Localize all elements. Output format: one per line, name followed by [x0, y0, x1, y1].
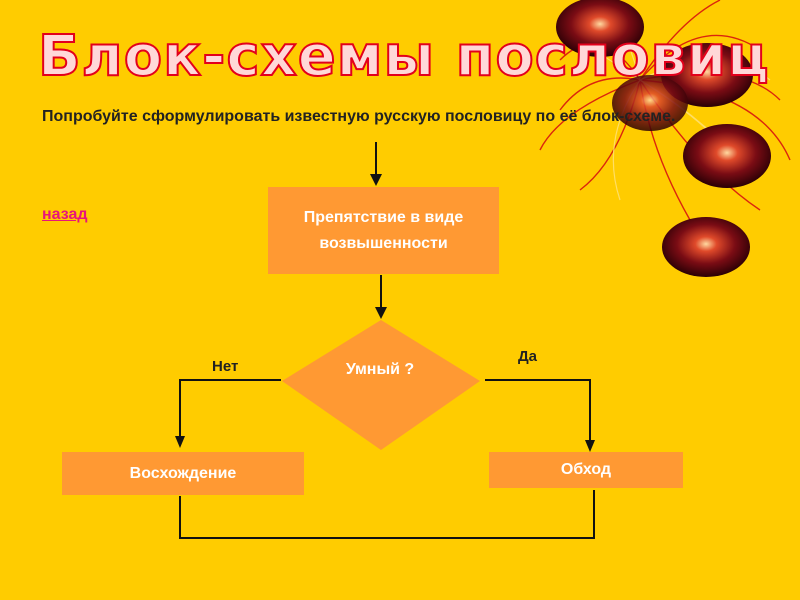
page-title: Блок-схемы пословиц [37, 23, 770, 90]
back-link[interactable]: назад [42, 206, 88, 223]
no-branch-label: Нет [212, 358, 239, 375]
instruction-text: Попробуйте сформулировать известную русс… [42, 108, 676, 125]
decision-label: Умный ? [345, 361, 415, 378]
yes-branch-label: Да [518, 348, 538, 365]
detour-label: Обход [560, 461, 612, 478]
detour-box: Обход [489, 452, 683, 488]
arrowheads [175, 174, 595, 452]
climb-label: Восхождение [129, 464, 237, 482]
climb-box: Восхождение [62, 452, 304, 495]
flow-connectors [179, 142, 595, 539]
obstacle-process-box: Препятствие в виде возвышенности [268, 187, 499, 274]
firework-decoration [539, 0, 791, 277]
decision-diamond [282, 320, 480, 450]
obstacle-process-label: Препятствие в виде возвышенности [303, 208, 464, 252]
